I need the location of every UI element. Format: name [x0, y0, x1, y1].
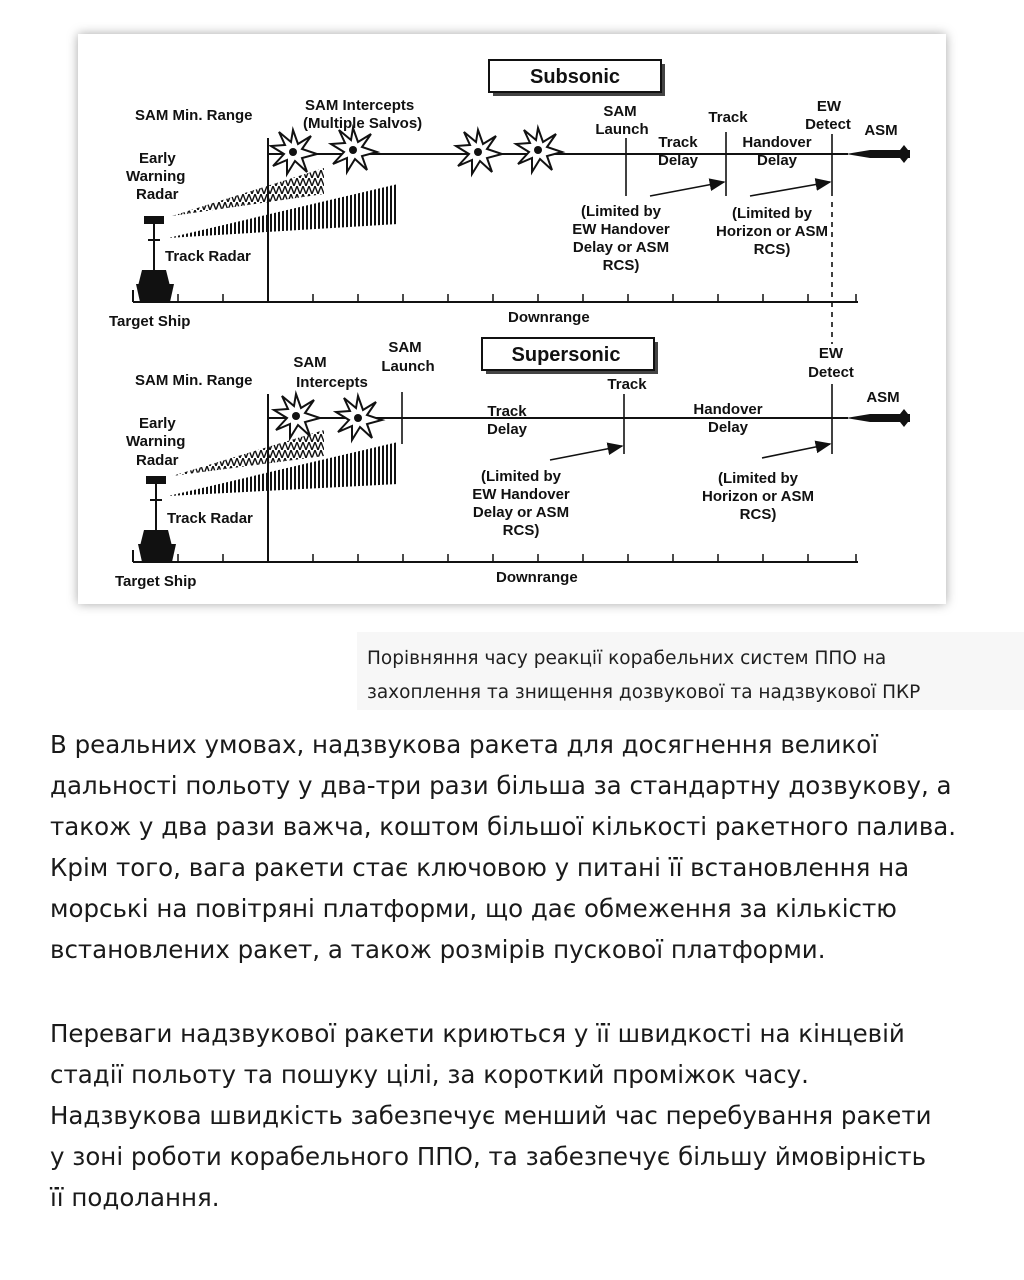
- subsonic-sam-launch-label-2: Launch: [595, 121, 648, 138]
- subsonic-track-delay-label-1: Track: [658, 134, 698, 151]
- paragraph-line: стадії польоту та пошуку цілі, за коротк…: [50, 1060, 809, 1089]
- supersonic-sam-intercepts-label-2: Intercepts: [296, 374, 368, 391]
- subsonic-track-label: Track: [708, 109, 748, 126]
- supersonic-limited-b-2: Horizon or ASM: [702, 488, 814, 505]
- subsonic-intercept-burst-icon: [267, 126, 321, 178]
- figure-caption: Порівняння часу реакції корабельних сист…: [357, 632, 1024, 710]
- subsonic-ew-detect-label-2: Detect: [805, 116, 851, 133]
- paragraph-line: В реальних умовах, надзвукова ракета для…: [50, 730, 879, 759]
- body-paragraph-2: Переваги надзвукової ракети криються у ї…: [50, 1013, 1000, 1218]
- supersonic-asm-missile-icon: [846, 409, 910, 427]
- supersonic-downrange-label: Downrange: [496, 569, 578, 586]
- paragraph-line: дальності польоту у два-три рази більша …: [50, 771, 952, 800]
- supersonic-limited-a-2: EW Handover: [472, 486, 570, 503]
- paragraph-line: Надзвукова швидкість забезпечує менший ч…: [50, 1101, 932, 1130]
- caption-line: Порівняння часу реакції корабельних сист…: [367, 648, 887, 669]
- subsonic-axis-ticks: [177, 294, 857, 302]
- supersonic-early-warning-label-1: Early: [139, 415, 176, 432]
- supersonic-target-ship-icon: [138, 476, 176, 562]
- subsonic-track-delay-label-2: Delay: [658, 152, 699, 169]
- supersonic-target-ship-label: Target Ship: [115, 573, 196, 590]
- supersonic-track-delay-label-1: Track: [487, 403, 527, 420]
- subsonic-sam-intercepts-label: SAM Intercepts: [305, 97, 414, 114]
- subsonic-sam-launch-label-1: SAM: [603, 103, 636, 120]
- supersonic-track-label: Track: [607, 376, 647, 393]
- supersonic-handover-delay-label-1: Handover: [693, 401, 762, 418]
- subsonic-limited-b-1: (Limited by: [732, 205, 813, 222]
- subsonic-early-warning-label-3: Radar: [136, 186, 179, 203]
- supersonic-handover-delay-label-2: Delay: [708, 419, 749, 436]
- subsonic-limited-b-3: RCS): [754, 241, 791, 258]
- subsonic-title: Subsonic: [530, 66, 620, 88]
- supersonic-axis-ticks: [177, 554, 857, 562]
- body-paragraph-1: В реальних умовах, надзвукова ракета для…: [50, 724, 1000, 970]
- subsonic-handover-delay-arrow: [749, 178, 832, 197]
- subsonic-panel: Subsonic SAM Min. Range SAM Intercepts (…: [109, 59, 910, 344]
- subsonic-handover-delay-label-1: Handover: [742, 134, 811, 151]
- subsonic-ew-detect-label-1: EW: [817, 98, 842, 115]
- supersonic-track-radar-label: Track Radar: [167, 510, 253, 527]
- subsonic-target-ship-icon: [136, 216, 174, 302]
- subsonic-intercept-burst-icon: [452, 126, 506, 178]
- subsonic-track-delay-arrow: [649, 178, 726, 197]
- supersonic-limited-b-3: RCS): [740, 506, 777, 523]
- supersonic-early-warning-label-2: Warning: [126, 433, 185, 450]
- supersonic-intercept-burst-icon: [332, 392, 386, 444]
- subsonic-limited-b-2: Horizon or ASM: [716, 223, 828, 240]
- subsonic-handover-delay-label-2: Delay: [757, 152, 798, 169]
- reaction-time-diagram: Subsonic SAM Min. Range SAM Intercepts (…: [78, 34, 946, 604]
- supersonic-intercept-burst-icon: [270, 390, 324, 442]
- paragraph-line: встановлених ракет, а також розмірів пус…: [50, 935, 826, 964]
- supersonic-early-warning-beam: [172, 430, 324, 476]
- supersonic-sam-launch-label-2: Launch: [381, 358, 434, 375]
- subsonic-title-box: Subsonic: [488, 59, 665, 96]
- subsonic-downrange-label: Downrange: [508, 309, 590, 326]
- supersonic-early-warning-label-3: Radar: [136, 452, 179, 469]
- paragraph-line: також у два рази важча, коштом більшої к…: [50, 812, 957, 841]
- subsonic-intercept-burst-icon: [512, 124, 566, 176]
- supersonic-title-box: Supersonic: [481, 337, 658, 374]
- supersonic-limited-a-3: Delay or ASM: [473, 504, 569, 521]
- supersonic-limited-a-4: RCS): [503, 522, 540, 539]
- subsonic-asm-label: ASM: [864, 122, 897, 139]
- supersonic-track-radar-beam: [168, 442, 398, 496]
- subsonic-target-ship-label: Target Ship: [109, 313, 190, 330]
- subsonic-sam-min-range-label: SAM Min. Range: [135, 107, 253, 124]
- paragraph-line: Крім того, вага ракети стає ключовою у п…: [50, 853, 910, 882]
- subsonic-track-radar-beam: [168, 184, 398, 238]
- supersonic-handover-delay-arrow: [761, 440, 832, 459]
- paragraph-line: морські на повітряні платформи, що дає о…: [50, 894, 897, 923]
- subsonic-limited-a-1: (Limited by: [581, 203, 662, 220]
- subsonic-asm-missile-icon: [846, 145, 910, 163]
- subsonic-early-warning-label-1: Early: [139, 150, 176, 167]
- supersonic-ew-detect-label-2: Detect: [808, 364, 854, 381]
- supersonic-sam-intercepts-label-1: SAM: [293, 354, 326, 371]
- supersonic-sam-launch-label-1: SAM: [388, 339, 421, 356]
- paragraph-line: Переваги надзвукової ракети криються у ї…: [50, 1019, 905, 1048]
- supersonic-sam-min-range-label: SAM Min. Range: [135, 372, 253, 389]
- subsonic-limited-a-4: RCS): [603, 257, 640, 274]
- supersonic-limited-a-1: (Limited by: [481, 468, 562, 485]
- subsonic-limited-a-2: EW Handover: [572, 221, 670, 238]
- supersonic-track-delay-arrow: [549, 442, 624, 461]
- supersonic-panel: Supersonic SAM Min. Range SAM Intercepts…: [115, 337, 910, 590]
- supersonic-limited-b-1: (Limited by: [718, 470, 799, 487]
- caption-line: захоплення та знищення дозвукової та над…: [367, 682, 921, 703]
- subsonic-early-warning-label-2: Warning: [126, 168, 185, 185]
- supersonic-title: Supersonic: [512, 344, 621, 366]
- paragraph-line: її подолання.: [50, 1183, 220, 1212]
- subsonic-intercept-burst-icon: [327, 124, 381, 176]
- paragraph-line: у зоні роботи корабельного ППО, та забез…: [50, 1142, 927, 1171]
- supersonic-track-delay-label-2: Delay: [487, 421, 528, 438]
- subsonic-track-radar-label: Track Radar: [165, 248, 251, 265]
- diagram-svg: Subsonic SAM Min. Range SAM Intercepts (…: [109, 59, 910, 590]
- subsonic-early-warning-beam: [172, 168, 324, 216]
- subsonic-sam-intercepts-sub-label: (Multiple Salvos): [303, 115, 422, 132]
- subsonic-limited-a-3: Delay or ASM: [573, 239, 669, 256]
- supersonic-ew-detect-label-1: EW: [819, 345, 844, 362]
- supersonic-asm-label: ASM: [866, 389, 899, 406]
